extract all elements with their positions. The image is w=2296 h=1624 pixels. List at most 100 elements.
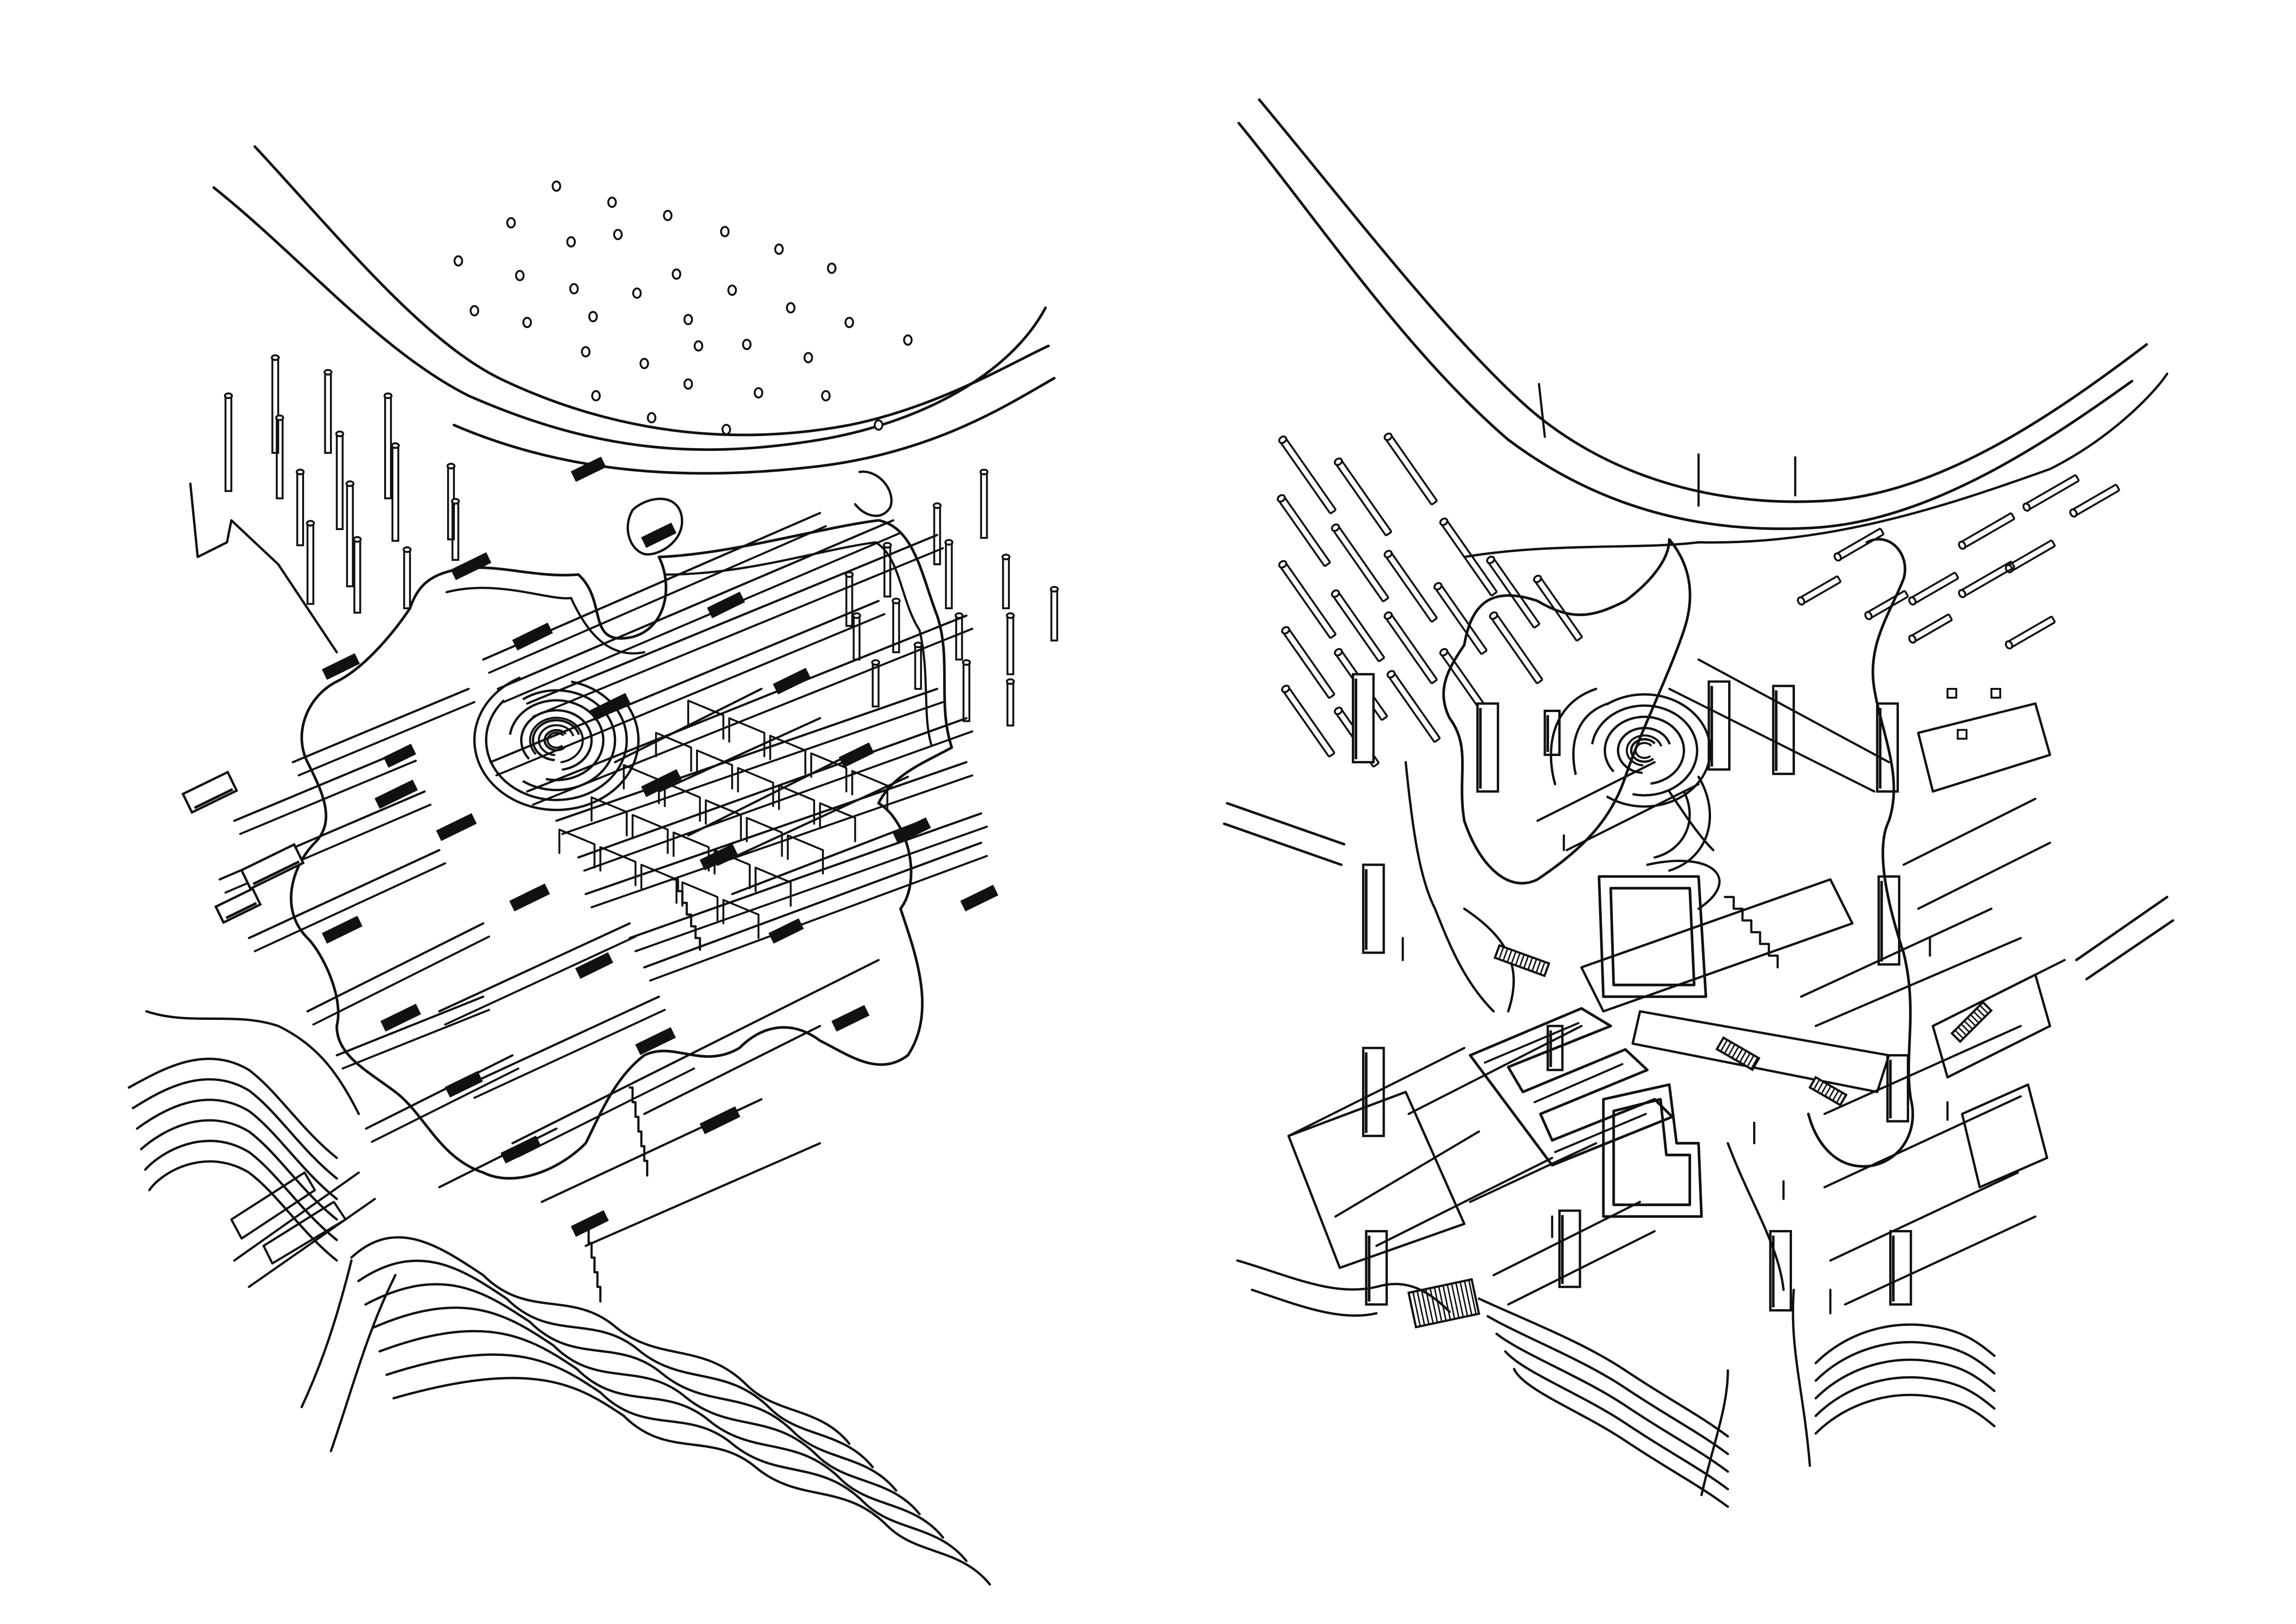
grid-cell-wall <box>722 899 759 939</box>
orchard-tree-dot <box>506 217 516 229</box>
solid-building-block-fill <box>436 813 477 841</box>
field-strip-line <box>292 687 470 763</box>
solid-building-block-fill <box>635 1027 676 1055</box>
grove-post-stem <box>1050 589 1058 642</box>
field-slab-edge <box>1287 1047 1466 1137</box>
stepped-terrace <box>672 878 701 951</box>
grove-post <box>345 480 355 587</box>
grove-slanted-post-stem <box>1282 628 1336 699</box>
grove-post <box>451 498 460 561</box>
field-strip-line <box>511 1054 690 1144</box>
grove-slanted-post-cap <box>2004 640 2013 650</box>
outlined-building-outline <box>181 770 238 814</box>
zigzag-terrace-building <box>1468 1007 1674 1167</box>
outlined-tower-block-outline <box>1362 863 1385 954</box>
grove-slanted-post-cap <box>1331 523 1340 532</box>
coast-contour-line <box>385 1353 968 1562</box>
hatched-ramp-stroke <box>1742 1053 1751 1065</box>
grove-slanted-post-stem <box>2007 539 2056 573</box>
waterfront-jetty <box>248 1198 376 1288</box>
right-road-outer-edge <box>1237 122 2134 530</box>
grove-post-cap <box>891 597 901 605</box>
south-water-contour <box>1504 1350 1729 1491</box>
solid-building-block-fill <box>893 817 931 844</box>
hatched-ramp-stroke <box>1506 949 1513 963</box>
west-path-stub <box>1223 822 1343 866</box>
stepped-terrace <box>585 1227 602 1303</box>
south-channel-line <box>1700 1288 1811 1496</box>
solid-building-block-fill <box>512 622 553 651</box>
grove-post-stem <box>324 372 332 454</box>
grove-slanted-post-cap <box>1533 575 1542 583</box>
grove-slanted-post-cap <box>1486 556 1495 564</box>
field-strip-line <box>233 746 411 822</box>
grove-slanted-post-cap <box>1331 589 1340 598</box>
outlined-building-shadow <box>225 902 257 919</box>
orchard-tree-dot <box>672 268 682 280</box>
field-strip-line <box>643 1024 821 1115</box>
outlined-tower-block-outline <box>1889 1230 1912 1306</box>
orchard-tree-dot <box>581 346 591 358</box>
grove-slanted-post-cap <box>1383 550 1393 558</box>
grove-slanted-post-cap <box>1383 611 1393 620</box>
hatched-ramp-stroke <box>1820 1083 1828 1095</box>
grid-cell-wall <box>819 802 856 843</box>
grove-post-stem <box>306 523 315 605</box>
solid-building-block <box>772 668 811 695</box>
grove-slanted-post <box>1486 556 1541 629</box>
hatched-ramp-stroke <box>1954 1030 1964 1039</box>
grove-slanted-post-stem <box>1910 613 1953 643</box>
field-strip-line <box>526 534 939 705</box>
grove-slanted-post-stem <box>2071 483 2121 517</box>
coast-contour-line-west <box>148 1160 338 1262</box>
left-road-inner-edge <box>253 145 1050 437</box>
grove-post-stem <box>271 357 280 454</box>
grove-post-cap <box>271 354 280 361</box>
outlined-tower-block-outline <box>1886 1054 1910 1123</box>
grove-slanted-post-stem <box>2007 615 2056 649</box>
hatched-ramp-stroke <box>1727 1044 1736 1056</box>
hatched-ramp <box>1950 1000 1993 1043</box>
hatched-ramp-stroke <box>1498 946 1505 960</box>
grove-slanted-post-cap <box>1383 432 1393 441</box>
left-road-upper-edge <box>212 186 1047 451</box>
solid-building-block <box>590 693 631 721</box>
field-strip-line-lower <box>342 1009 490 1070</box>
grove-post-cap <box>1001 553 1011 561</box>
field-strip-line <box>306 922 485 1012</box>
grid-cell-wall <box>713 849 751 889</box>
grove-post-cap <box>446 462 456 469</box>
grove-post-stem <box>384 395 392 500</box>
grid-cell-wall <box>746 817 783 857</box>
field-strip-line <box>731 819 924 895</box>
outlined-tower-block <box>1558 1209 1581 1288</box>
hatched-ramp-stroke <box>1964 1020 1973 1030</box>
solid-building-block <box>960 885 999 912</box>
grove-slanted-post <box>1958 560 2016 599</box>
field-strip-line <box>489 600 880 763</box>
hatched-pier-stroke <box>1459 1281 1468 1317</box>
hatched-ramp-stroke <box>1817 1081 1824 1093</box>
grove-post-cap <box>979 468 989 475</box>
field-strip-line-lower <box>532 547 944 718</box>
right-plan-sketch <box>1223 98 2174 1508</box>
grove-slanted-post <box>1908 613 1953 644</box>
grove-slanted-post-stem <box>1866 590 1909 619</box>
outlined-tower-block-outline <box>1877 875 1901 966</box>
outlined-tower-block-outline <box>1476 702 1500 793</box>
solid-building-block-fill <box>571 456 606 482</box>
hatched-ramp-stroke <box>1966 1017 1977 1027</box>
grove-slanted-post <box>1278 560 1337 639</box>
grove-slanted-post <box>1489 611 1543 685</box>
solid-building-block-fill <box>571 1210 609 1237</box>
grove-slanted-post <box>1433 582 1488 655</box>
grove-slanted-post <box>1908 571 1960 606</box>
grove-slanted-post-stem <box>1332 591 1385 662</box>
hatched-ramp-stroke <box>1527 957 1533 970</box>
grove-post <box>1001 553 1011 609</box>
solid-building-block <box>436 813 477 841</box>
grove-slanted-post <box>2069 483 2121 518</box>
solid-building-block-fill <box>707 592 745 618</box>
central-hall-building <box>1598 875 1707 998</box>
